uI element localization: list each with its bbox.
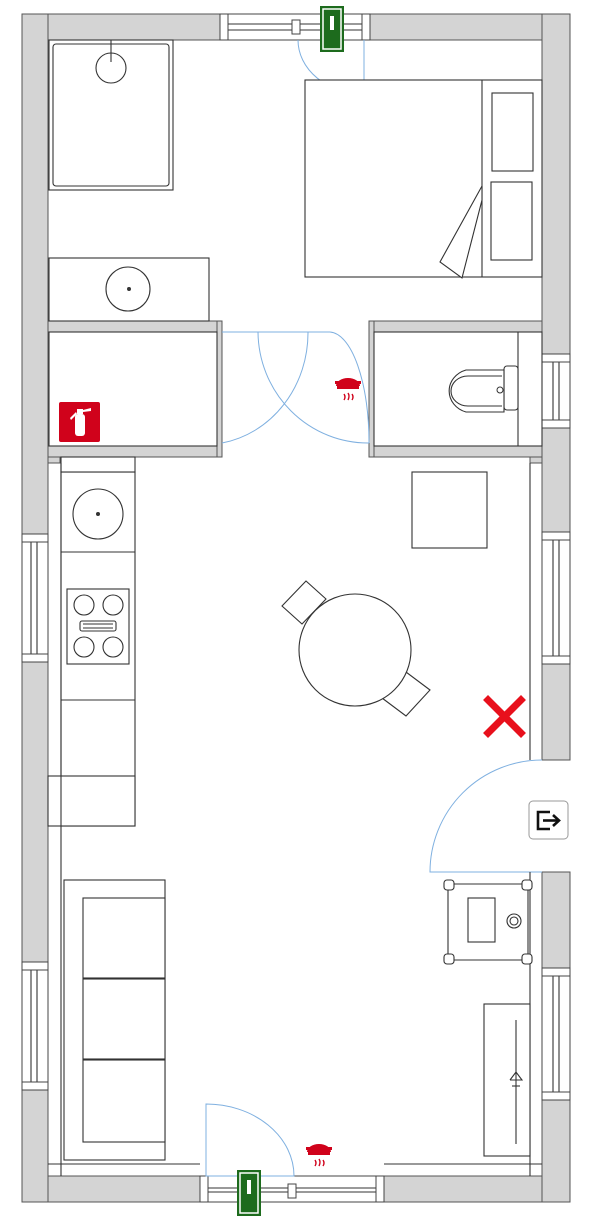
- kitchen-cabinet-end: [47, 775, 136, 827]
- partition-ledge-right: [529, 456, 543, 464]
- wall-top-left: [21, 13, 221, 41]
- wall-top-right: [369, 13, 571, 41]
- partition-bath-top-left: [47, 320, 221, 333]
- round-table-top: [298, 593, 412, 707]
- partition-left-vertical: [216, 320, 223, 458]
- window-left-2: [21, 961, 49, 1091]
- window-left-1: [21, 533, 49, 663]
- door-swing-entry: [429, 759, 543, 873]
- chair-top-left: [281, 580, 327, 625]
- wall-right-3: [541, 663, 571, 761]
- kitchen-counter-top: [60, 456, 136, 473]
- bed-sheet-fold: [439, 185, 483, 279]
- partition-bath-bottom-left: [47, 445, 221, 458]
- cooktop: [66, 588, 130, 665]
- partition-bath-top-right: [370, 320, 543, 333]
- window-right-1: [541, 353, 571, 429]
- smoke-detector-icon-bottom: [306, 1144, 332, 1167]
- door-swing-hall-right: [257, 331, 370, 444]
- cross-icon: [483, 695, 526, 738]
- side-table: [411, 471, 488, 549]
- window-bottom: [199, 1175, 385, 1203]
- pillow-top: [491, 92, 534, 172]
- emergency-exit-icon: [320, 6, 344, 52]
- pillow-bottom: [490, 181, 533, 261]
- walls: [21, 13, 571, 1203]
- sofa: [63, 879, 166, 1161]
- partition-bath-bottom-right: [370, 445, 543, 458]
- bath-section: [48, 331, 543, 447]
- window-top: [219, 13, 371, 41]
- smoke-detector-icon: [335, 378, 361, 401]
- emergency-exit-icon-bottom: [237, 1170, 261, 1216]
- toilet: [448, 365, 519, 413]
- fire-extinguisher-icon: [59, 402, 100, 442]
- door-swing-hall-left: [221, 331, 309, 444]
- wall-left-1: [21, 13, 49, 535]
- windows: [21, 13, 571, 1203]
- wall-right-5: [541, 1099, 571, 1203]
- wall-right-1: [541, 13, 571, 355]
- door-swing-bottom: [205, 1103, 295, 1177]
- window-right-3: [541, 967, 571, 1101]
- washing-machine: [443, 879, 533, 965]
- wall-left-2: [21, 661, 49, 963]
- bedroom: [48, 39, 543, 322]
- wall-right-4: [541, 871, 571, 969]
- partition-kitchen-ledge-left: [47, 456, 61, 464]
- wall-left-3: [21, 1089, 49, 1203]
- wardrobe: [483, 1003, 531, 1157]
- window-right-2: [541, 531, 571, 665]
- wall-bottom-left: [21, 1175, 201, 1203]
- wall-right-2: [541, 427, 571, 533]
- living-area: [48, 463, 542, 1176]
- exit-door-icon: [528, 800, 569, 840]
- partition-right-vertical: [368, 320, 375, 458]
- dining-table: [281, 580, 431, 717]
- kitchen: [47, 456, 136, 827]
